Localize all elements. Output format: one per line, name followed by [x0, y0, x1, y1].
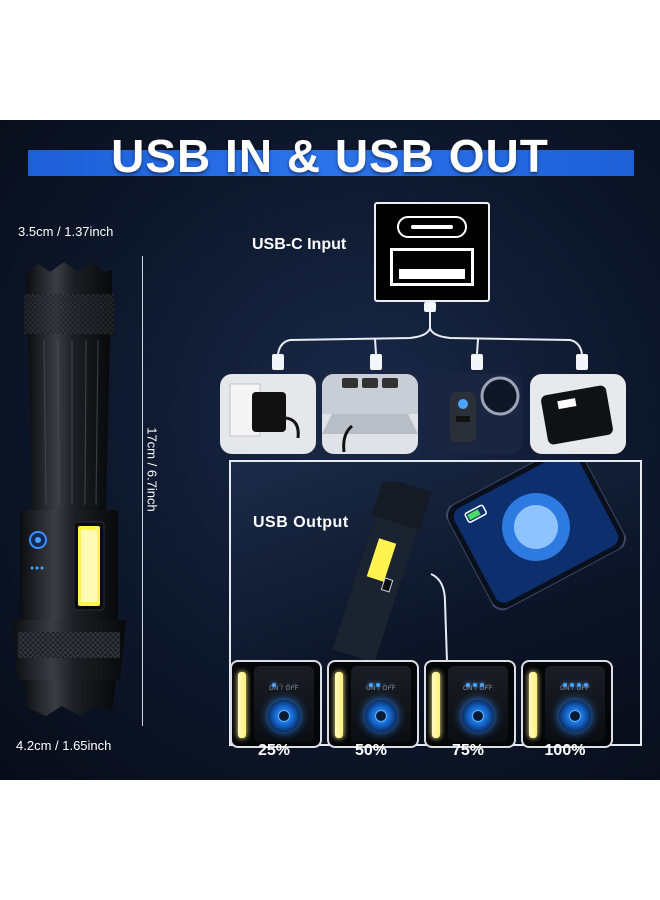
laptop-device [322, 374, 418, 454]
car-charger-device [426, 374, 522, 454]
on-off-caption: ON / OFF [366, 686, 396, 692]
usb-a-port-icon [390, 248, 474, 286]
wall-charger-device [220, 374, 316, 454]
cob-light-strip [238, 672, 246, 738]
height-dimension-line [142, 256, 143, 726]
power-button-icon [559, 700, 591, 732]
top-width-label: 3.5cm / 1.37inch [18, 224, 114, 239]
power-button-icon [462, 700, 494, 732]
level-dots [351, 674, 411, 692]
battery-indicator-50: ON / OFF [327, 660, 419, 748]
on-off-caption: ON / OFF [463, 686, 493, 692]
battery-indicator-25: ON / OFF [230, 660, 322, 748]
battery-indicator-75: ON / OFF [424, 660, 516, 748]
flashlight-output-image [332, 482, 448, 662]
usb-output-label: USB Output [253, 514, 349, 531]
cob-light-strip [529, 672, 537, 738]
switch-body: ON / OFF [545, 666, 605, 742]
smartphone-image [446, 462, 626, 611]
battery-label-50: 50% [354, 742, 388, 759]
bottom-width-label: 4.2cm / 1.65inch [16, 738, 112, 753]
on-off-caption: ON / OFF [560, 686, 590, 692]
battery-indicator-100: ON / OFF [521, 660, 613, 748]
switch-body: ON / OFF [448, 666, 508, 742]
height-label: 17cm / 6.7inch [144, 427, 160, 512]
battery-label-100: 100% [544, 742, 586, 759]
banner-title: USB IN & USB OUT [111, 130, 549, 182]
banner-bar [28, 150, 634, 176]
power-button-icon [268, 700, 300, 732]
cob-light-strip [432, 672, 440, 738]
level-dots [448, 674, 508, 692]
level-dots [545, 674, 605, 692]
level-dots [254, 674, 314, 692]
flashlight-image [12, 262, 126, 716]
port-closeup [374, 202, 490, 302]
power-bank-device [530, 374, 626, 454]
usb-c-input-label: USB-C Input [252, 236, 347, 253]
on-off-caption: ON / OFF [269, 686, 299, 692]
switch-body: ON / OFF [254, 666, 314, 742]
battery-label-25: 25% [257, 742, 291, 759]
product-panel: USB IN & USB OUT 3.5cm / 1.37inch 17cm /… [0, 120, 660, 780]
usb-c-port-icon [397, 216, 467, 238]
cable-tree [272, 302, 588, 370]
switch-body: ON / OFF [351, 666, 411, 742]
battery-label-75: 75% [451, 742, 485, 759]
cob-light-strip [335, 672, 343, 738]
power-button-icon [365, 700, 397, 732]
